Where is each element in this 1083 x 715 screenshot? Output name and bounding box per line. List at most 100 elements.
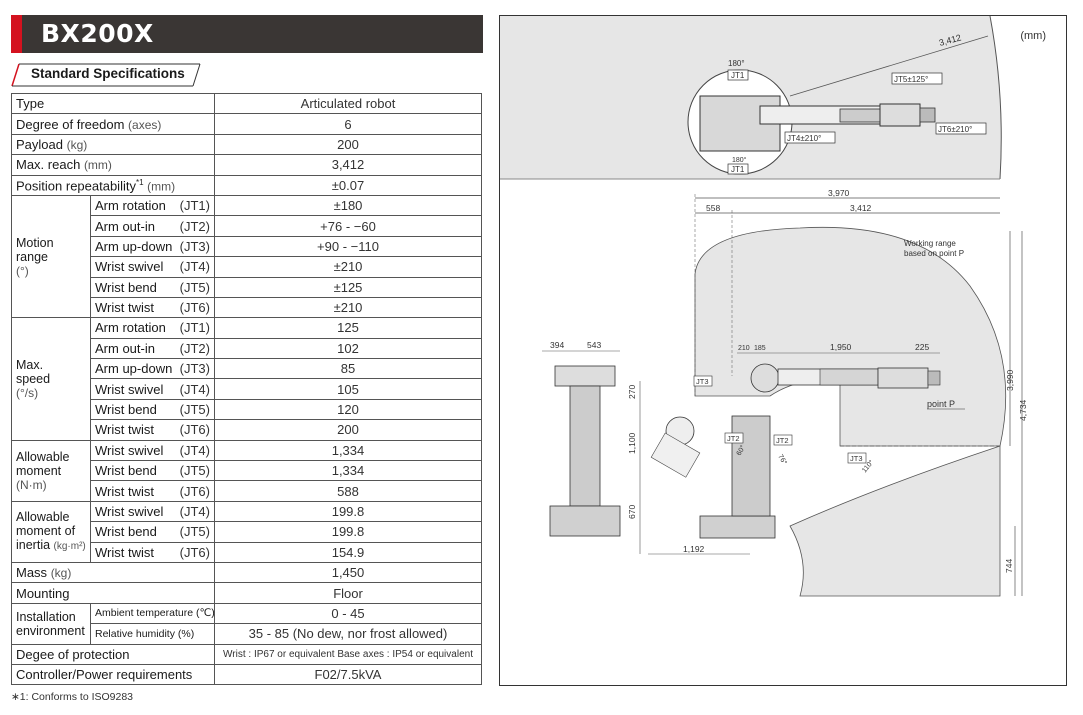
sub-label: Wrist swivel(JT4) xyxy=(90,439,215,462)
dim-3990: 3,990 xyxy=(1005,369,1015,391)
spec-value: F02/7.5kVA xyxy=(214,663,482,686)
table-row: Wrist twist(JT6) 200 xyxy=(12,419,482,441)
footnote: ∗1: Conforms to ISO9283 xyxy=(11,691,134,703)
top-angle-top: 180° xyxy=(728,59,745,68)
dim-670: 670 xyxy=(627,505,637,519)
sub-label: Relative humidity (%) xyxy=(90,623,215,645)
spec-table: Type Articulated robot Degree of freedom… xyxy=(11,92,482,686)
spec-value: +76 - −60 xyxy=(214,215,482,237)
spec-label: Degee of protection xyxy=(11,643,215,665)
title-accent xyxy=(11,15,22,53)
dimension-drawing: (mm) 3,412 180° JT1 180° JT1 JT4±210° JT… xyxy=(499,15,1067,686)
jt1-label-top: JT1 xyxy=(731,71,745,80)
spec-value: Floor xyxy=(214,582,482,604)
spec-value: Wrist : IP67 or equivalent Base axes : I… xyxy=(214,643,482,665)
spec-label: Type xyxy=(11,92,215,115)
table-row: Arm up-down(JT3) 85 xyxy=(12,358,482,380)
table-row: Controller/Power requirements F02/7.5kVA xyxy=(11,663,482,686)
jt2-box-b xyxy=(773,434,793,446)
spec-label: Max. reach (mm) xyxy=(11,154,215,176)
sub-label: Wrist swivel(JT4) xyxy=(90,256,215,278)
dim-225: 225 xyxy=(915,342,929,352)
angle-76: 76° xyxy=(776,453,788,466)
sub-label: Arm up-down(JT3) xyxy=(90,235,215,258)
spec-value: ±180 xyxy=(214,194,482,217)
side-range-lower xyxy=(789,445,1001,597)
spec-value: 200 xyxy=(214,419,482,441)
page-title: BX200X xyxy=(41,19,154,48)
jt5-label: JT5±125° xyxy=(894,75,928,84)
sub-label: Arm out-in(JT2) xyxy=(90,337,215,360)
jt5-box xyxy=(891,72,943,85)
table-row: Wrist twist(JT6) 588 xyxy=(12,480,482,502)
spec-value: 154.9 xyxy=(214,541,482,563)
dim-3970: 3,970 xyxy=(828,188,850,198)
spec-value: ±210 xyxy=(214,256,482,278)
spec-value: 588 xyxy=(214,480,482,502)
spec-value: ±125 xyxy=(214,276,482,298)
spec-value: 1,334 xyxy=(214,439,482,462)
table-row: Type Articulated robot xyxy=(11,92,482,115)
side-range-upper xyxy=(694,226,1007,447)
jt3-box-b xyxy=(847,452,867,464)
dim-558: 558 xyxy=(706,203,720,213)
section-tab: Standard Specifications xyxy=(11,63,201,87)
top-wrist xyxy=(879,103,921,127)
table-row: Max. reach (mm) 3,412 xyxy=(11,154,482,176)
reach-line xyxy=(789,35,989,97)
spec-value: 85 xyxy=(214,358,482,380)
side-elbow xyxy=(750,363,780,393)
jt3-box-a xyxy=(693,375,713,387)
table-row: Position repeatability*1 (mm) ±0.07 xyxy=(11,174,482,196)
spec-value: 120 xyxy=(214,398,482,421)
working-range-line2: based on point P xyxy=(904,249,964,258)
spec-value: 199.8 xyxy=(214,500,482,523)
spec-label: Payload (kg) xyxy=(11,133,215,156)
dim-3412: 3,412 xyxy=(850,203,872,213)
group-label-speed: Max.speed(°/s) xyxy=(11,317,91,441)
jt2-label-b: JT2 xyxy=(776,436,789,445)
front-top xyxy=(554,365,616,387)
dim-185: 185 xyxy=(754,345,766,352)
spec-value: ±0.07 xyxy=(214,174,482,196)
sub-label: Wrist swivel(JT4) xyxy=(90,500,215,523)
table-row: Degee of protection Wrist : IP67 or equi… xyxy=(11,643,482,665)
dim-210: 210 xyxy=(738,345,750,352)
dim-744: 744 xyxy=(1004,559,1014,573)
table-row: Wrist bend(JT5) 199.8 xyxy=(12,521,482,543)
drawing-svg: 3,412 180° JT1 180° JT1 JT4±210° JT5±125… xyxy=(500,16,1028,597)
sub-label: Wrist bend(JT5) xyxy=(90,276,215,298)
spec-value: 6 xyxy=(214,113,482,135)
sub-label: Wrist bend(JT5) xyxy=(90,460,215,482)
jt6-label: JT6±210° xyxy=(938,125,972,134)
spec-value: 0 - 45 xyxy=(214,602,482,625)
jt2-label-a: JT2 xyxy=(727,434,740,443)
sub-label: Wrist twist(JT6) xyxy=(90,419,215,441)
spec-value: 3,412 xyxy=(214,154,482,176)
table-row: Degree of freedom (axes) 6 xyxy=(11,113,482,135)
side-forearm xyxy=(819,368,879,386)
jt4-box xyxy=(784,131,836,144)
dim-1100: 1,100 xyxy=(627,432,637,454)
spec-value: 125 xyxy=(214,317,482,339)
jt1-label-bottom: JT1 xyxy=(731,165,745,174)
jt1-box-top xyxy=(727,69,749,81)
sub-label: Wrist swivel(JT4) xyxy=(90,378,215,400)
sub-label: Ambient temperature (℃) xyxy=(90,602,215,625)
top-flange xyxy=(919,107,936,123)
spec-label: Position repeatability*1 (mm) xyxy=(11,174,215,196)
dim-270: 270 xyxy=(627,385,637,399)
working-range-line1: Working range xyxy=(904,239,956,248)
side-wrist xyxy=(877,367,929,389)
spec-label: Mounting xyxy=(11,582,215,604)
table-row: Wrist swivel(JT4) ±210 xyxy=(12,256,482,278)
unit-label: (mm) xyxy=(1020,30,1046,42)
point-p-label: point P xyxy=(927,399,955,409)
title-bar: BX200X xyxy=(11,15,483,53)
